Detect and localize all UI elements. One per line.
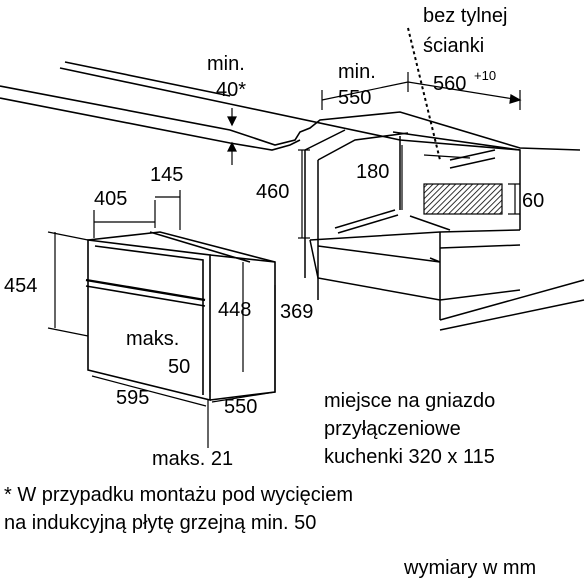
label-scianki: ścianki (423, 35, 484, 57)
label-550: 550 (224, 396, 257, 418)
label-min-550-a: min. (338, 61, 376, 83)
socket-note-line-3: kuchenki 320 x 115 (324, 446, 495, 468)
oven-appliance (85, 231, 276, 402)
label-maks-a: maks. (126, 328, 179, 350)
label-454: 454 (4, 275, 37, 297)
footnote-line-1: * W przypadku montażu pod wycięciem (4, 484, 354, 506)
label-460: 460 (256, 181, 289, 203)
niche-cabinet (304, 129, 521, 320)
label-maks-b: 50 (168, 356, 190, 378)
footnote-line-2: na indukcyjną płytę grzejną min. 50 (4, 512, 317, 534)
label-180: 180 (356, 161, 389, 183)
label-maks-21: maks. 21 (152, 448, 233, 470)
label-min-550-b: 550 (338, 87, 371, 109)
label-595: 595 (116, 387, 149, 409)
label-min-40-b: 40* (216, 79, 246, 101)
label-560: 560 (433, 73, 466, 95)
dimension-lines (47, 27, 522, 448)
socket-note-line-2: przyłączeniowe (324, 418, 461, 440)
dimension-labels: bez tylnej ścianki min. 40* min. 550 560… (4, 5, 544, 470)
label-bez-tylnej: bez tylnej (423, 5, 508, 27)
label-145: 145 (150, 164, 183, 186)
units-note: wymiary w mm (404, 557, 537, 579)
label-448: 448 (218, 299, 251, 321)
label-369: 369 (280, 301, 313, 323)
socket-area (423, 183, 503, 215)
label-60: 60 (522, 190, 544, 212)
label-405: 405 (94, 188, 127, 210)
back-wall-line (439, 279, 585, 331)
socket-note: miejsce na gniazdo przyłączeniowe kuchen… (324, 389, 495, 469)
label-560-tolerance: +10 (474, 68, 496, 83)
footnote: * W przypadku montażu pod wycięciem na i… (4, 483, 353, 535)
label-min-40-a: min. (207, 53, 245, 75)
socket-note-line-1: miejsce na gniazdo (324, 390, 496, 412)
